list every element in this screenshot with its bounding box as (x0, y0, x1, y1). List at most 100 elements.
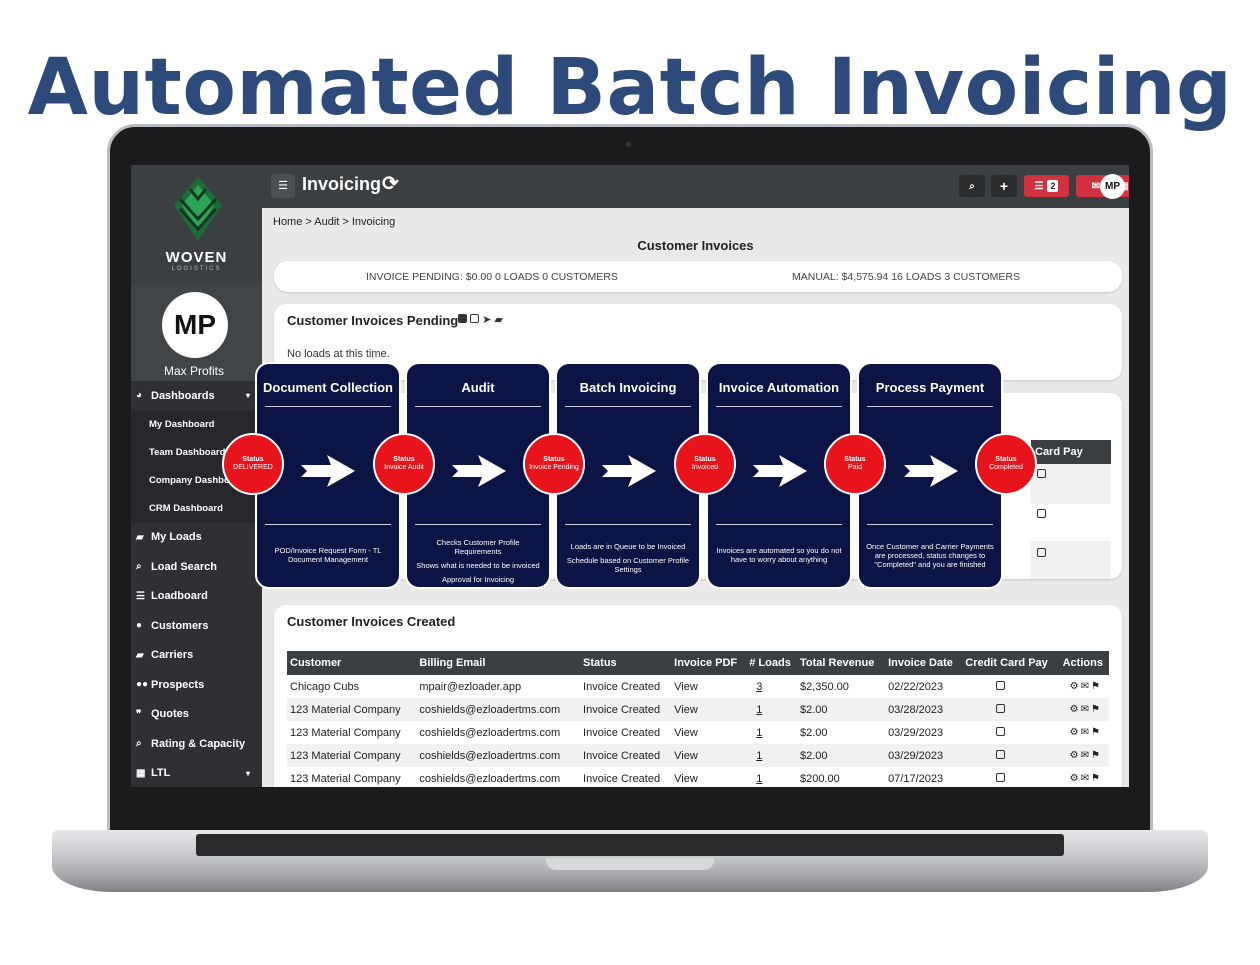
envelope-icon[interactable]: ✉ (1080, 681, 1091, 692)
column-actions[interactable]: Actions (1059, 651, 1109, 675)
arrow-right-icon (904, 455, 958, 487)
brand-logo[interactable]: WOVEN LOGISTICS (131, 165, 262, 285)
tasks-count-badge: 2 (1047, 180, 1059, 192)
zoom-button[interactable]: ⌕ (959, 175, 985, 197)
cell-status: Invoice Created (583, 680, 661, 693)
truck-icon[interactable]: ▰ (494, 314, 503, 326)
user-name: Max Profits (163, 364, 224, 378)
sidebar-item-my-dashboard[interactable]: My Dashboard (131, 410, 262, 439)
cell-date: 03/29/2023 (888, 726, 944, 739)
credit-card-pay-checkbox[interactable] (996, 703, 1006, 713)
arrow-right-icon (602, 455, 656, 487)
column-status[interactable]: Status (580, 651, 672, 675)
stage-description: POD/Invoice Request Form - TL Document M… (274, 546, 382, 564)
sidebar-item-loadboard[interactable]: ☰Loadboard (136, 590, 208, 603)
brand-name: WOVEN (165, 249, 228, 266)
envelope-icon[interactable]: ✉ (1080, 773, 1091, 784)
card-pay-checkbox[interactable] (1037, 469, 1046, 478)
woven-logo-icon (174, 177, 222, 241)
user-avatar-button[interactable]: MP (1100, 174, 1125, 199)
view-pdf-link[interactable]: View (671, 744, 747, 767)
cell-email: coshields@ezloadertms.com (419, 772, 561, 785)
breadcrumb[interactable]: Home > Audit > Invoicing (273, 216, 396, 228)
keyboard-edge (196, 834, 1064, 856)
flag-icon[interactable]: ⚑ (1090, 727, 1102, 738)
column-loads[interactable]: # Loads (746, 651, 797, 675)
loads-count-link[interactable]: 1 (746, 744, 797, 767)
column-total-revenue[interactable]: Total Revenue (796, 651, 886, 675)
column-credit-card-pay[interactable]: Credit Card Pay (962, 651, 1060, 675)
sidebar-item-load-search[interactable]: ⌕Load Search (136, 560, 218, 573)
cell-customer: 123 Material Company (290, 726, 401, 739)
page-title: Customer Invoices (637, 238, 754, 253)
view-pdf-link[interactable]: View (671, 698, 747, 721)
tasks-button[interactable]: ☰2 (1024, 175, 1069, 197)
truck-icon: ▰ (136, 531, 144, 543)
refresh-icon[interactable]: ⟳ (382, 173, 399, 195)
sidebar-item-carriers[interactable]: ▰Carriers (136, 649, 194, 662)
laptop-notch (546, 858, 714, 870)
loads-count-link[interactable]: 1 (756, 772, 763, 785)
sidebar-item-my-loads[interactable]: ▰My Loads (136, 531, 202, 544)
stage-title: Process Payment (875, 380, 985, 395)
menu-toggle-button[interactable]: ☰ (271, 174, 295, 198)
pending-card-title: Customer Invoices Pending (287, 313, 459, 328)
card-pay-checkbox[interactable] (1037, 548, 1046, 557)
topbar: ☰ Invoicing ⟳ ⌕ + ☰2 ✉3▤21 ▯39 (262, 165, 1129, 208)
envelope-icon: ✉ (1091, 180, 1100, 192)
gears-icon[interactable]: ⚙ (1069, 704, 1081, 715)
no-loads-message: No loads at this time. (287, 348, 390, 360)
sidebar-item-customers[interactable]: ●Customers (136, 619, 209, 632)
flag-icon[interactable]: ⚑ (1090, 773, 1102, 784)
cell-revenue: $2.00 (796, 698, 886, 721)
column-invoice-date[interactable]: Invoice Date (885, 651, 963, 675)
view-pdf-link[interactable]: View (674, 772, 698, 785)
credit-card-pay-checkbox[interactable] (996, 726, 1006, 736)
cell-status: Invoice Created (583, 726, 661, 739)
headline: Automated Batch Invoicing (27, 43, 1233, 133)
column-billing-email[interactable]: Billing Email (416, 651, 581, 675)
user-profile[interactable]: MP Max Profits (131, 285, 262, 381)
gears-icon[interactable]: ⚙ (1069, 681, 1081, 692)
gears-icon[interactable]: ⚙ (1069, 750, 1081, 761)
view-pdf-link[interactable]: View (674, 680, 698, 693)
envelope-icon[interactable]: ✉ (1080, 704, 1091, 715)
invoice-summary-bar: INVOICE PENDING: $0.00 0 LOADS 0 CUSTOME… (274, 261, 1122, 292)
credit-card-pay-checkbox[interactable] (996, 772, 1006, 782)
credit-card-pay-checkbox[interactable] (996, 680, 1006, 690)
column-customer[interactable]: Customer (287, 651, 417, 675)
select-none-checkbox[interactable] (470, 314, 480, 323)
stage-title: Invoice Automation (718, 380, 840, 395)
flag-icon[interactable]: ⚑ (1090, 750, 1102, 761)
select-all-checkbox[interactable] (458, 314, 467, 323)
arrow-right-icon (452, 455, 506, 487)
flag-icon[interactable]: ⚑ (1090, 704, 1102, 715)
cell-status: Invoice Created (583, 772, 661, 785)
cell-customer: 123 Material Company (287, 744, 417, 767)
sidebar-item-quotes[interactable]: ❞Quotes (136, 708, 189, 721)
gears-icon[interactable]: ⚙ (1069, 773, 1081, 784)
cell-revenue: $200.00 (799, 772, 840, 785)
envelope-icon[interactable]: ✉ (1080, 727, 1091, 738)
gears-icon[interactable]: ⚙ (1069, 727, 1081, 738)
sidebar-item-prospects[interactable]: ●●Prospects (136, 678, 205, 691)
loads-count-link[interactable]: 1 (756, 726, 763, 739)
card-pay-checkbox[interactable] (1037, 509, 1046, 518)
list-check-icon: ☰ (1034, 180, 1044, 192)
sidebar-item-ltl[interactable]: ▦LTL▾ (136, 767, 250, 780)
loads-count-link[interactable]: 3 (756, 680, 763, 693)
sidebar-item-crm-dashboard[interactable]: CRM Dashboard (131, 494, 262, 523)
send-icon[interactable]: ➤ (482, 314, 492, 326)
column-invoice-pdf[interactable]: Invoice PDF (671, 651, 747, 675)
envelope-icon[interactable]: ✉ (1080, 750, 1091, 761)
loads-count-link[interactable]: 1 (746, 698, 797, 721)
page-header-title: Invoicing (302, 174, 382, 194)
view-pdf-link[interactable]: View (674, 726, 698, 739)
add-button[interactable]: + (991, 175, 1017, 197)
flag-icon[interactable]: ⚑ (1090, 681, 1102, 692)
sidebar-item-dashboards[interactable]: ◕Dashboards▾ (136, 389, 250, 402)
credit-card-pay-checkbox[interactable] (996, 749, 1006, 759)
sidebar-item-rating-capacity[interactable]: ⌕Rating & Capacity (136, 737, 246, 750)
